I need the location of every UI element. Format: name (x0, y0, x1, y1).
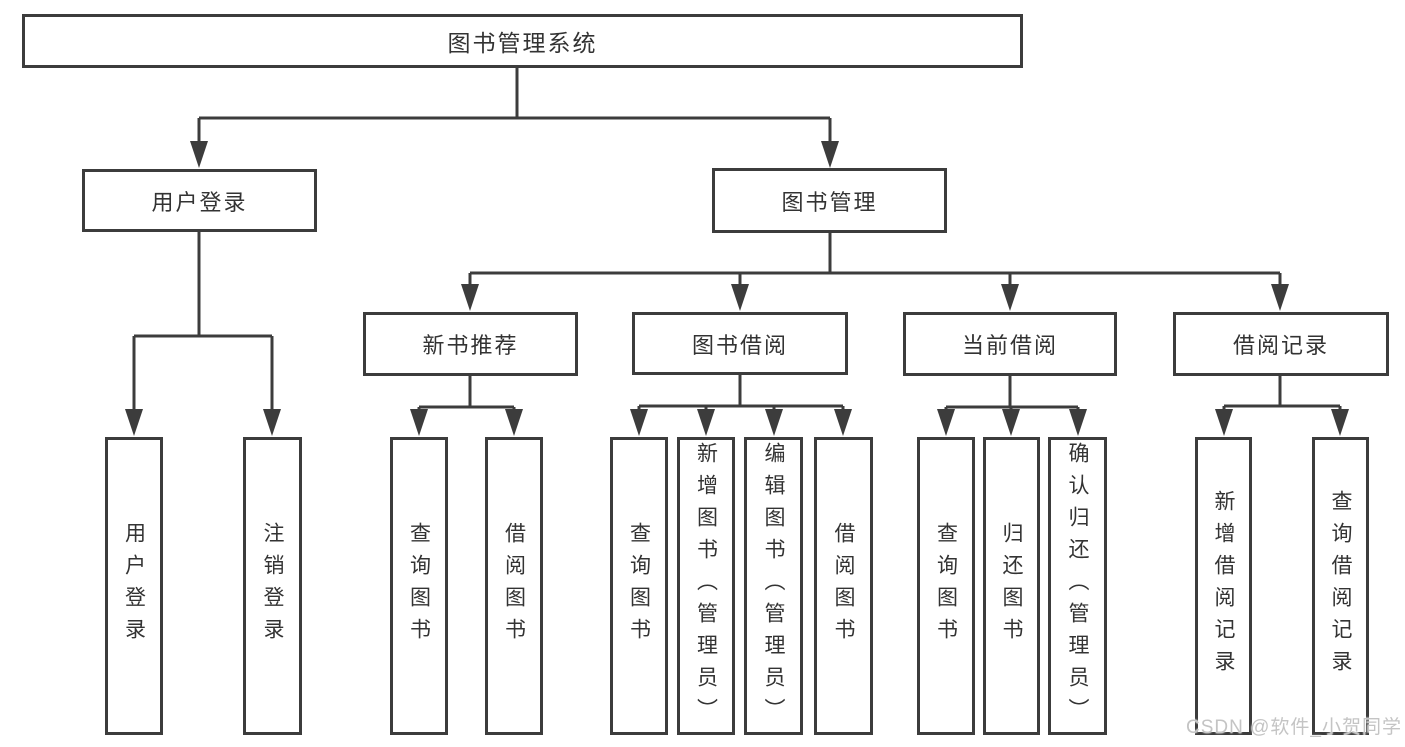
node-user-login: 用户登录 (82, 169, 317, 232)
arrowhead (1331, 409, 1349, 436)
leaf-label: 新增图书（管理员） (694, 442, 718, 730)
csdn-watermark: CSDN @软件_小贺同学 (1186, 717, 1402, 738)
leaf-add-borrow-record: 新增借阅记录 (1195, 437, 1252, 735)
leaf-borrow-books-1: 借阅图书 (485, 437, 543, 735)
leaf-user-login: 用户登录 (105, 437, 163, 735)
leaf-return-books: 归还图书 (983, 437, 1040, 735)
arrowhead (125, 409, 143, 436)
arrowhead (937, 409, 955, 436)
leaf-label: 归还图书 (1000, 522, 1024, 650)
node-book-management: 图书管理 (712, 168, 947, 233)
arrowhead (765, 409, 783, 436)
arrowhead (505, 409, 523, 436)
leaf-add-books-admin: 新增图书（管理员） (677, 437, 735, 735)
leaf-query-books-3: 查询图书 (917, 437, 975, 735)
arrowhead (263, 409, 281, 436)
arrowhead (1069, 409, 1087, 436)
leaf-label: 编辑图书（管理员） (762, 442, 786, 730)
arrowhead (821, 141, 839, 168)
node-borrowing-records: 借阅记录 (1173, 312, 1389, 376)
leaf-query-books-2: 查询图书 (610, 437, 668, 735)
leaf-label: 注销登录 (261, 522, 285, 650)
node-current-borrowing: 当前借阅 (903, 312, 1117, 376)
leaf-label: 新增借阅记录 (1212, 490, 1236, 682)
leaf-query-books-1: 查询图书 (390, 437, 448, 735)
node-new-book-recommend: 新书推荐 (363, 312, 578, 376)
arrowhead (1271, 284, 1289, 311)
leaf-label: 查询图书 (934, 522, 958, 650)
leaf-borrow-books-2: 借阅图书 (814, 437, 873, 735)
leaf-label: 借阅图书 (502, 522, 526, 650)
leaf-confirm-return-admin: 确认归还（管理员） (1048, 437, 1107, 735)
arrowhead (630, 409, 648, 436)
leaf-edit-books-admin: 编辑图书（管理员） (744, 437, 803, 735)
leaf-label: 查询图书 (407, 522, 431, 650)
arrowhead (834, 409, 852, 436)
arrowhead (1002, 409, 1020, 436)
arrowhead (697, 409, 715, 436)
arrowhead (1215, 409, 1233, 436)
arrowhead (190, 141, 208, 168)
leaf-label: 查询借阅记录 (1329, 490, 1353, 682)
arrowhead (410, 409, 428, 436)
leaf-label: 用户登录 (122, 522, 146, 650)
arrowhead (1001, 284, 1019, 311)
arrowhead (731, 284, 749, 311)
leaf-query-borrow-record: 查询借阅记录 (1312, 437, 1369, 735)
node-book-borrowing: 图书借阅 (632, 312, 848, 375)
arrowhead (461, 284, 479, 311)
node-system-root: 图书管理系统 (22, 14, 1023, 68)
leaf-label: 查询图书 (627, 522, 651, 650)
leaf-logout: 注销登录 (243, 437, 302, 735)
leaf-label: 确认归还（管理员） (1066, 442, 1090, 730)
leaf-label: 借阅图书 (832, 522, 856, 650)
